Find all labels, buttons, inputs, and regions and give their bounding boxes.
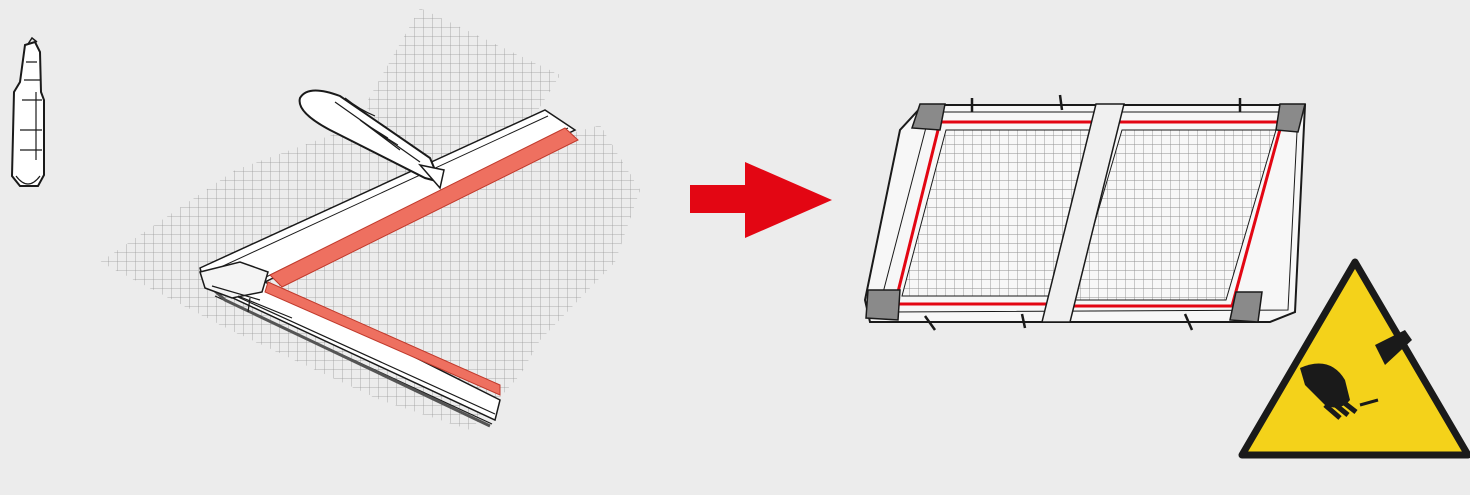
finished-frame-illustration <box>865 95 1305 330</box>
arrow-right-icon <box>690 162 832 238</box>
step-trim-illustration <box>90 0 650 440</box>
utility-knife-icon <box>12 38 44 186</box>
